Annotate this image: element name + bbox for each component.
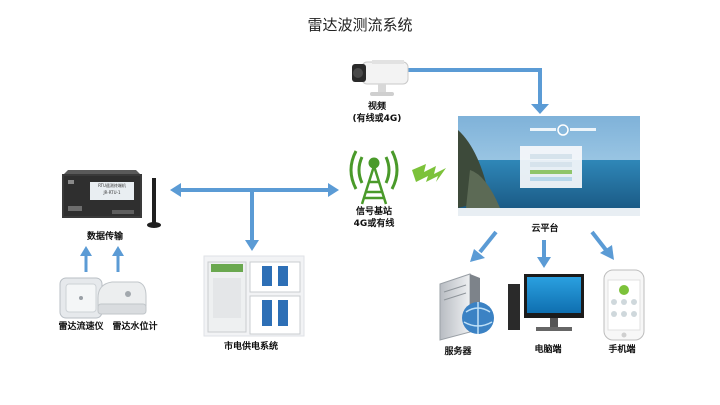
- arrow-flow-up-head: [80, 246, 92, 256]
- cloud-platform-screenshot: [458, 116, 640, 216]
- radar-flow-meter-icon: [59, 277, 103, 319]
- arrow-cloud-mobile-head: [600, 245, 614, 260]
- signal-tower-icon: [349, 150, 399, 205]
- diagram-title: 雷达波测流系统: [307, 16, 413, 34]
- radar-level-meter-icon: [97, 281, 147, 315]
- label-tower-line2: 4G或有线: [353, 219, 395, 229]
- arrow-camera-to-cloud-head: [531, 104, 549, 114]
- arrow-to-power-head: [245, 240, 259, 251]
- server-icon: [439, 273, 494, 341]
- label-mobile: 手机端: [608, 345, 636, 355]
- label-pc: 电脑端: [534, 345, 562, 355]
- label-data-transfer: 数据传输: [86, 232, 123, 242]
- label-level-meter: 雷达水位计: [112, 322, 158, 332]
- label-cloud-platform: 云平台: [531, 224, 559, 234]
- arrow-cloud-pc-head: [537, 257, 551, 268]
- power-system-photo: [203, 255, 305, 337]
- rtu-device-icon: [62, 170, 161, 228]
- label-camera-line1: 视频: [367, 102, 386, 112]
- rtu-device-title: RTU遥测终端机: [98, 183, 126, 188]
- label-flow-meter: 雷达流速仪: [58, 322, 104, 332]
- arrow-rtu-tower-left-head: [170, 183, 181, 197]
- arrow-rtu-tower-right-head: [328, 183, 339, 197]
- wireless-signal-icon: [412, 164, 446, 182]
- arrow-connectors: [80, 68, 614, 272]
- label-tower-line1: 信号基站: [355, 207, 392, 217]
- label-power-system: 市电供电系统: [223, 342, 278, 352]
- arrow-level-up-head: [112, 246, 124, 256]
- arrow-cloud-server-line: [478, 230, 498, 254]
- arrow-cloud-server-head: [470, 249, 485, 262]
- arrow-camera-to-cloud: [408, 68, 542, 106]
- label-server: 服务器: [444, 347, 472, 357]
- arrow-cloud-mobile-line: [590, 230, 608, 252]
- label-camera-line2: (有线或4G): [352, 114, 402, 124]
- rtu-device-model: JR-RTU-1: [103, 190, 121, 195]
- pc-icon: [508, 274, 584, 331]
- mobile-icon: [603, 269, 645, 341]
- camera-icon: [352, 60, 409, 96]
